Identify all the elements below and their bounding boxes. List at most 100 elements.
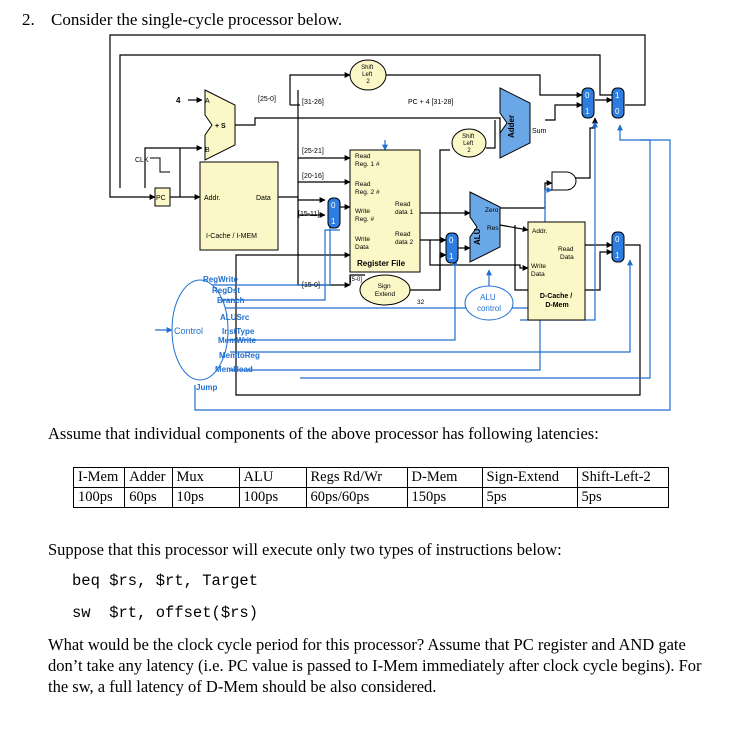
rf-rd1-line1: Read	[395, 201, 411, 208]
svg-text:Shift Left 2: Shift Left 2	[462, 134, 476, 154]
bits-20-16: [20-16]	[302, 173, 324, 180]
signal-jump: Jump	[196, 383, 217, 392]
mux-jump-1: 1	[615, 91, 620, 100]
adder-symbol: + S	[215, 123, 226, 130]
question-heading: 2. Consider the single-cycle processor b…	[22, 10, 342, 30]
suppose-text: Suppose that this processor will execute…	[48, 540, 562, 559]
signal-memwrite: MemWrite	[218, 336, 257, 345]
signal-regdst: RegDst	[212, 286, 240, 295]
alu-control-line1: ALU	[480, 293, 496, 302]
alu-name: ALU	[473, 228, 482, 245]
pc-register	[154, 187, 171, 207]
rf-wdata-line2: Data	[355, 244, 369, 251]
latency-intro: Assume that individual components of the…	[48, 424, 599, 443]
branch-adder	[499, 87, 531, 159]
alu	[469, 191, 501, 263]
latency-header-shiftleft: Shift-Left-2	[576, 467, 669, 488]
dcache	[527, 221, 586, 321]
latency-header-imem: I-Mem	[72, 467, 126, 488]
latency-value-adder: 60ps	[124, 487, 173, 508]
alu-control-line2: control	[477, 304, 501, 313]
mux-memtoreg-0: 0	[615, 235, 620, 244]
alu-zero: Zero	[485, 207, 499, 214]
width-32: 32	[417, 299, 425, 306]
latency-header-dmem: D-Mem	[406, 467, 483, 488]
latency-value-signext: 5ps	[481, 487, 578, 508]
adder-in-a: A	[205, 98, 210, 105]
signal-regwrite: RegWrite	[203, 275, 239, 284]
rf-rd2-line1: Read	[395, 231, 411, 238]
mux-regdst-1: 1	[331, 217, 336, 226]
bits-15-11: [15-11]	[298, 211, 319, 218]
latency-header-mux: Mux	[171, 467, 240, 488]
rf-read2-line1: Read	[355, 181, 371, 188]
mux-alusrc-1: 1	[449, 252, 454, 261]
latency-table: I-Mem Adder Mux ALU Regs Rd/Wr D-Mem Sig…	[72, 467, 669, 508]
shift-left-top-line3: 2	[366, 79, 370, 85]
latency-header-regs: Regs Rd/Wr	[305, 467, 408, 488]
latency-value-imem: 100ps	[72, 487, 126, 508]
icache-addr: Addr.	[204, 195, 220, 202]
latency-value-shiftleft: 5ps	[576, 487, 669, 508]
bits-5-0: [5-0]	[350, 277, 362, 283]
signal-alusrc: ALUSrc	[220, 313, 250, 322]
bits-25-21: [25-21]	[302, 148, 324, 155]
signal-memread: MemRead	[215, 365, 253, 374]
icache-name: I-Cache / I-MEM	[206, 233, 257, 240]
dcache-name-line2: D-Mem	[545, 302, 568, 309]
mux-branch-0: 0	[585, 91, 590, 100]
dcache-read-line2: Data	[560, 254, 574, 261]
control-name: Control	[174, 326, 203, 336]
bits-25-0: [25-0]	[258, 96, 276, 103]
mux-regdst	[327, 197, 341, 229]
sum-label: Sum	[532, 128, 547, 135]
final-question: What would be the clock cycle period for…	[48, 635, 702, 696]
svg-text:Read Data Write Da: Read Data Write Data	[531, 246, 576, 278]
dcache-name-line1: D-Cache /	[540, 293, 572, 300]
question-number: 2.	[22, 10, 35, 29]
code-line-sw: sw $rt, offset($rs)	[72, 604, 259, 622]
sign-extend	[359, 274, 411, 306]
icache-data: Data	[256, 195, 271, 202]
signal-insttype: InstType	[222, 327, 255, 336]
alu-res: Res	[487, 225, 499, 232]
adder-in-b: B	[205, 147, 210, 154]
rf-rd1-line2: data 1	[395, 209, 413, 216]
rf-write-line2: Reg. #	[355, 216, 375, 223]
mux-memtoreg	[611, 231, 625, 263]
shift-left-top	[349, 59, 387, 91]
latency-value-row: 100ps 60ps 10ps 100ps 60ps/60ps 150ps 5p…	[72, 487, 669, 508]
pc-label: PC	[156, 195, 166, 202]
mux-branch	[581, 87, 595, 119]
shift-left-mid-line3: 2	[467, 148, 471, 154]
svg-text:Sign Extend: Sign Extend	[375, 283, 396, 298]
datapath-diagram: Shift Left 2 4 A B + S [25-0] [31-26] PC…	[109, 34, 671, 411]
dcache-read-line1: Read	[558, 246, 574, 253]
rf-wdata-line1: Write	[355, 236, 370, 243]
and-gate	[551, 171, 577, 191]
data-wires	[109, 34, 646, 396]
latency-header-alu: ALU	[238, 467, 307, 488]
shift-left-mid-line2: Left	[463, 141, 473, 147]
dcache-write-line2: Data	[531, 271, 545, 278]
svg-text:Read Reg. 1 # Read: Read Reg. 1 # Read Reg. 2 # Write Reg. #…	[355, 153, 415, 251]
control-unit	[171, 279, 229, 381]
latency-value-dmem: 150ps	[406, 487, 483, 508]
latency-value-regs: 60ps/60ps	[305, 487, 408, 508]
rf-read1-line1: Read	[355, 153, 371, 160]
mux-alusrc	[445, 232, 459, 264]
shift-left-mid	[451, 128, 487, 158]
sign-extend-line2: Extend	[375, 291, 396, 298]
mux-alusrc-0: 0	[449, 236, 454, 245]
signal-memtoreg: MemtoReg	[219, 351, 260, 360]
register-file	[349, 149, 421, 273]
register-file-name: Register File	[357, 259, 406, 268]
bits-31-26: [31-26]	[302, 99, 324, 106]
latency-value-alu: 100ps	[238, 487, 307, 508]
signal-branch: Branch	[217, 296, 245, 305]
rf-read2-line2: Reg. 2 #	[355, 189, 380, 196]
svg-text:D-Cache / D-Mem: D-Cache / D-Mem	[540, 293, 574, 309]
pc4-label: PC + 4 [31-28]	[408, 99, 453, 106]
adder-right-label: Adder	[507, 115, 516, 138]
latency-header-adder: Adder	[124, 467, 173, 488]
